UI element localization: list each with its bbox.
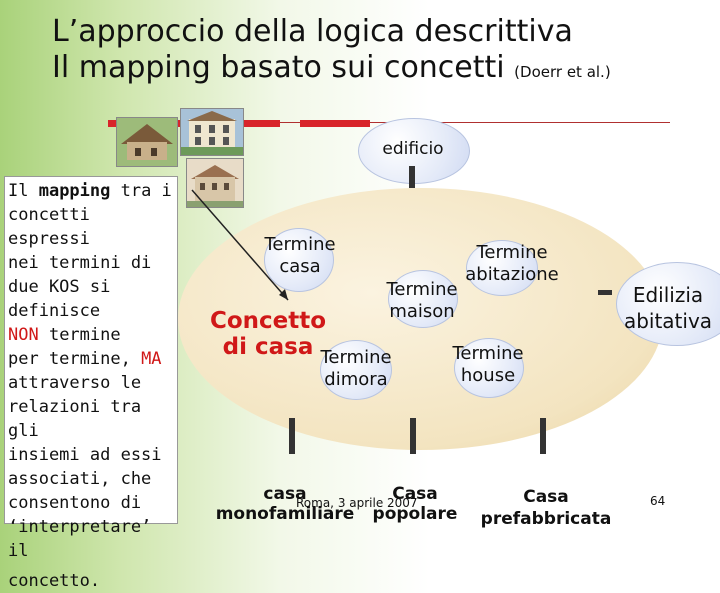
explanation-line: associati, che xyxy=(8,469,152,489)
title-note: (Doerr et al.) xyxy=(514,63,611,81)
page-number: 64 xyxy=(650,494,666,508)
title-line-2: Il mapping basato sui concetti (Doerr et… xyxy=(52,50,611,90)
label-line: abitativa xyxy=(623,309,713,333)
explanation-line: consentono di xyxy=(8,493,142,513)
explanation-line: Il mapping tra i xyxy=(8,179,174,203)
text-segment: Il xyxy=(8,181,39,201)
termine-dimora-circle xyxy=(320,340,392,400)
casa-monofamiliare-label: casa monofamiliare xyxy=(210,484,360,524)
explanation-line: nei termini di xyxy=(8,253,152,273)
explanation-line: NON termine xyxy=(8,323,174,347)
explanation-line: per termine, MA xyxy=(8,347,174,371)
termine-house-label: Termine house xyxy=(438,343,538,387)
termine-maison-label: Termine maison xyxy=(372,279,472,323)
label-line: dimora xyxy=(324,369,388,390)
house-photo-3 xyxy=(186,158,244,208)
house-photo-1 xyxy=(116,117,178,167)
edilizia-connector xyxy=(598,290,612,295)
label-line: popolare xyxy=(372,504,458,524)
arrow-line xyxy=(191,189,289,301)
red-bar-2 xyxy=(210,120,280,127)
text-red-ma: MA xyxy=(141,349,162,369)
casa-prefabbricata-label: Casa prefabbricata xyxy=(476,486,616,530)
explanation-line: due KOS si xyxy=(8,277,111,297)
text-bold-mapping: mapping xyxy=(38,181,111,201)
connector-lines xyxy=(191,189,289,301)
text-segment: termine xyxy=(38,325,121,345)
edilizia-label: Edilizia abitativa xyxy=(616,282,720,334)
label-line: maison xyxy=(389,301,455,322)
termine-abitazione-circle xyxy=(466,240,538,296)
connector-casa-mono xyxy=(289,418,295,454)
explanation-line: concetti espressi xyxy=(8,205,90,249)
termine-maison-circle xyxy=(388,270,458,328)
label-line: monofamiliare xyxy=(215,504,355,524)
termine-abitazione-label: Termine abitazione xyxy=(452,242,572,286)
termine-dimora-label: Termine dimora xyxy=(306,347,406,391)
label-line: abitazione xyxy=(465,264,559,285)
label-line: Termine xyxy=(264,234,336,255)
concetto-line-2: di casa xyxy=(222,334,314,360)
label-line: house xyxy=(460,365,516,386)
text-segment: tra i xyxy=(110,181,172,201)
edilizia-circle xyxy=(616,262,720,346)
footer-date: Roma, 3 aprile 2007 xyxy=(296,496,418,510)
termine-casa-label: Termine casa xyxy=(250,234,350,278)
explanation-line: attraverso le xyxy=(8,373,142,393)
label-line: Casa xyxy=(392,484,438,504)
label-line: prefabbricata xyxy=(480,509,612,529)
label-line: Termine xyxy=(386,279,458,300)
edificio-connector xyxy=(409,166,415,188)
title-line-1: L’approccio della logica descrittiva xyxy=(52,14,573,49)
connector-casa-prefab xyxy=(540,418,546,454)
red-bar-3 xyxy=(300,120,370,127)
label-line: casa xyxy=(279,256,321,277)
label-line: Termine xyxy=(452,343,524,364)
termine-casa-circle xyxy=(264,228,334,292)
explanation-line: insiemi ad essi xyxy=(8,445,162,465)
slide-title: L’approccio della logica descrittiva Il … xyxy=(52,14,611,90)
text-segment: per termine, xyxy=(8,349,142,369)
concetto-line-1: Concetto xyxy=(209,308,327,334)
label-line: Edilizia xyxy=(632,283,704,307)
arrow-head xyxy=(279,289,288,300)
termine-house-circle xyxy=(454,338,524,398)
label-line: Termine xyxy=(476,242,548,263)
text-red-non: NON xyxy=(8,325,39,345)
house-photo-2 xyxy=(180,108,244,156)
casa-popolare-label: Casa popolare xyxy=(350,484,480,524)
title-line-2-main: Il mapping basato sui concetti xyxy=(52,50,505,85)
label-line: Casa xyxy=(523,487,569,507)
label-line: casa xyxy=(263,484,307,504)
concetto-di-casa: Concetto di casa xyxy=(198,308,338,360)
explanation-line: relazioni tra gli xyxy=(8,397,142,441)
label-line: Termine xyxy=(320,347,392,368)
edificio-label: edificio xyxy=(382,139,444,159)
explanation-line: definisce xyxy=(8,301,101,321)
explanation-line: concetto. xyxy=(8,571,101,591)
connector-casa-popolare xyxy=(410,418,416,454)
